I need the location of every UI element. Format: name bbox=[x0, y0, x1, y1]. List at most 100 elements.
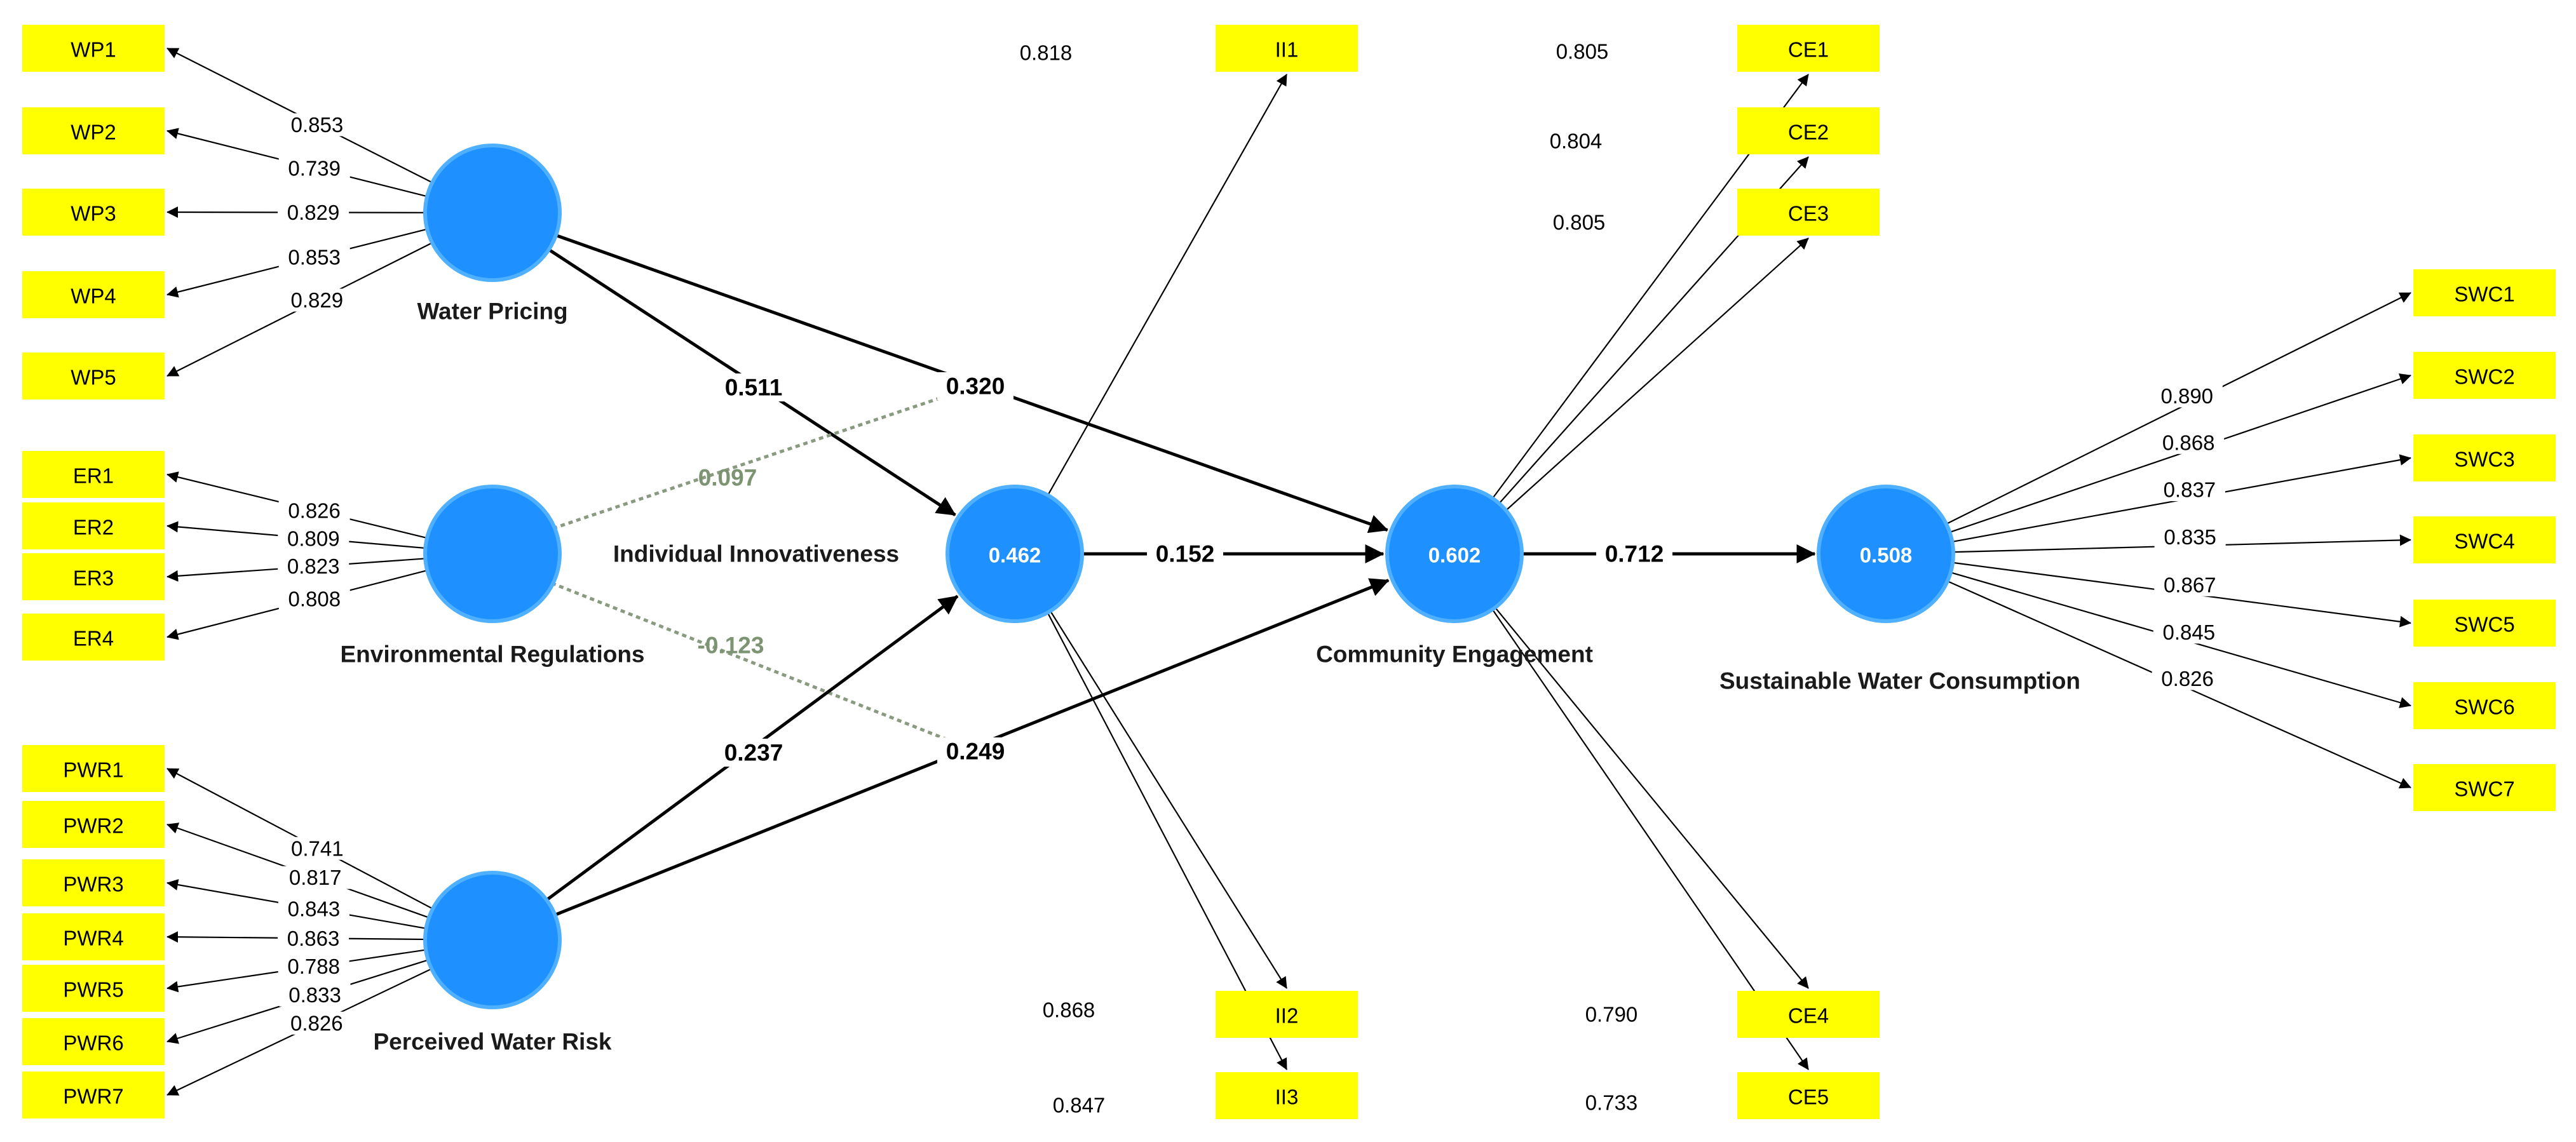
loading-label-bg-er2 bbox=[278, 527, 349, 550]
loading-label-er4: 0.808 bbox=[288, 588, 341, 611]
indicator-label-pwr1: PWR1 bbox=[63, 758, 123, 782]
path-ii-to-ce-coefficient: 0.152 bbox=[1156, 541, 1215, 567]
loading-label-pwr2: 0.817 bbox=[289, 866, 342, 889]
loading-arrow-ce3 bbox=[1502, 238, 1809, 514]
loading-arrow-ii2 bbox=[1047, 606, 1287, 989]
indicator-box-er4 bbox=[22, 614, 165, 661]
indicator-box-swc7 bbox=[2413, 764, 2556, 811]
loading-label-bg-pwr2 bbox=[280, 866, 351, 889]
indicator-label-er2: ER2 bbox=[73, 516, 114, 539]
loading-label-ii3: 0.847 bbox=[1053, 1094, 1106, 1117]
indicator-box-ce5 bbox=[1737, 1072, 1880, 1119]
loading-label-ce1: 0.805 bbox=[1556, 40, 1609, 64]
indicator-box-wp5 bbox=[22, 353, 165, 400]
path-pwr-to-ce-label-bg bbox=[937, 737, 1013, 765]
loading-label-wp4: 0.853 bbox=[288, 246, 341, 269]
loading-label-bg-pwr3 bbox=[278, 897, 349, 920]
indicator-box-er2 bbox=[22, 502, 165, 549]
indicator-label-wp1: WP1 bbox=[71, 38, 116, 62]
loading-label-bg-swc3 bbox=[2153, 478, 2225, 502]
indicator-box-pwr2 bbox=[22, 801, 165, 848]
loading-label-pwr3: 0.843 bbox=[288, 897, 341, 920]
indicator-label-ce2: CE2 bbox=[1788, 121, 1829, 144]
construct-pwr bbox=[423, 871, 562, 1009]
indicator-label-pwr2: PWR2 bbox=[63, 814, 123, 838]
loading-label-wp2: 0.739 bbox=[288, 156, 341, 180]
loading-label-swc6: 0.845 bbox=[2163, 621, 2216, 644]
indicator-label-pwr6: PWR6 bbox=[63, 1031, 123, 1055]
loading-label-swc5: 0.867 bbox=[2164, 573, 2216, 596]
loading-label-bg-pwr5 bbox=[278, 955, 349, 978]
loading-label-ce3: 0.805 bbox=[1553, 211, 1606, 234]
indicator-box-wp1 bbox=[22, 25, 165, 72]
loading-label-bg-wp1 bbox=[281, 113, 353, 137]
indicator-box-swc2 bbox=[2413, 352, 2556, 399]
loading-label-pwr1: 0.741 bbox=[291, 836, 344, 860]
loading-label-bg-pwr1 bbox=[281, 836, 353, 860]
indicator-label-ce5: CE5 bbox=[1788, 1085, 1829, 1109]
indicator-box-swc1 bbox=[2413, 269, 2556, 316]
indicator-box-swc3 bbox=[2413, 434, 2556, 481]
path-wp-to-ii-coefficient: 0.511 bbox=[725, 375, 783, 401]
construct-label-er: Environmental Regulations bbox=[340, 642, 644, 668]
loading-label-ii2: 0.868 bbox=[1043, 998, 1095, 1022]
loading-label-swc7: 0.826 bbox=[2161, 667, 2214, 690]
indicator-label-swc4: SWC4 bbox=[2454, 530, 2514, 553]
indicator-box-swc6 bbox=[2413, 682, 2556, 729]
loading-label-pwr6: 0.833 bbox=[288, 983, 341, 1007]
loading-label-bg-wp2 bbox=[278, 156, 350, 180]
path-pwr-to-ce-coefficient: 0.249 bbox=[946, 739, 1005, 765]
loading-label-swc3: 0.837 bbox=[2164, 478, 2216, 502]
path-ce-to-swc-label-bg bbox=[1596, 540, 1672, 568]
indicator-box-wp2 bbox=[22, 107, 165, 154]
loading-label-bg-swc1 bbox=[2151, 384, 2223, 408]
path-pwr-to-ii-coefficient: 0.237 bbox=[724, 740, 783, 766]
loading-label-wp3: 0.829 bbox=[287, 201, 340, 224]
loading-label-bg-swc2 bbox=[2153, 431, 2225, 454]
indicator-label-pwr3: PWR3 bbox=[63, 873, 123, 896]
indicator-label-swc2: SWC2 bbox=[2454, 365, 2514, 389]
indicator-label-swc7: SWC7 bbox=[2454, 777, 2514, 801]
loading-label-bg-swc6 bbox=[2153, 621, 2225, 644]
loading-label-pwr4: 0.863 bbox=[287, 927, 340, 950]
indicator-box-pwr1 bbox=[22, 745, 165, 792]
loading-arrow-swc1 bbox=[1941, 292, 2411, 527]
loading-label-er1: 0.826 bbox=[288, 499, 341, 523]
construct-r2-ii: 0.462 bbox=[989, 544, 1041, 567]
loading-label-ce2: 0.804 bbox=[1550, 130, 1603, 153]
path-wp-to-ce-label-bg bbox=[937, 372, 1013, 400]
indicator-box-wp3 bbox=[22, 189, 165, 236]
loading-label-bg-swc4 bbox=[2154, 525, 2226, 549]
indicator-label-ii2: II2 bbox=[1275, 1004, 1299, 1028]
indicator-label-ce3: CE3 bbox=[1788, 202, 1829, 225]
indicator-label-swc3: SWC3 bbox=[2454, 448, 2514, 471]
indicator-label-swc6: SWC6 bbox=[2454, 695, 2514, 719]
loading-label-er2: 0.809 bbox=[287, 527, 340, 550]
loading-label-bg-pwr7 bbox=[281, 1011, 353, 1035]
loading-label-bg-er1 bbox=[278, 499, 350, 523]
path-er-to-ce-lower bbox=[551, 581, 976, 753]
indicator-box-ce4 bbox=[1737, 991, 1880, 1038]
loading-label-bg-pwr4 bbox=[278, 927, 349, 950]
indicator-box-swc5 bbox=[2413, 600, 2556, 647]
indicator-box-pwr6 bbox=[22, 1018, 165, 1065]
indicator-box-pwr3 bbox=[22, 859, 165, 906]
path-er-to-ce-lower-coefficient: -0.123 bbox=[698, 633, 764, 659]
loading-label-bg-swc5 bbox=[2154, 573, 2226, 596]
loading-label-ce5: 0.733 bbox=[1585, 1091, 1638, 1115]
indicator-label-swc5: SWC5 bbox=[2454, 613, 2514, 636]
indicator-label-swc1: SWC1 bbox=[2454, 283, 2514, 306]
indicator-box-wp4 bbox=[22, 271, 165, 318]
indicator-box-pwr4 bbox=[22, 913, 165, 960]
construct-swc bbox=[1817, 485, 1955, 623]
indicator-label-wp3: WP3 bbox=[71, 202, 116, 225]
indicator-box-ce3 bbox=[1737, 189, 1880, 236]
indicator-box-ce1 bbox=[1737, 25, 1880, 72]
loading-arrow-ii1 bbox=[1045, 74, 1287, 500]
loading-label-ce4: 0.790 bbox=[1585, 1003, 1638, 1026]
loading-label-bg-wp4 bbox=[278, 246, 350, 269]
indicator-label-er4: ER4 bbox=[73, 627, 114, 650]
construct-label-swc: Sustainable Water Consumption bbox=[1719, 668, 2080, 694]
loading-label-bg-er4 bbox=[278, 588, 350, 611]
